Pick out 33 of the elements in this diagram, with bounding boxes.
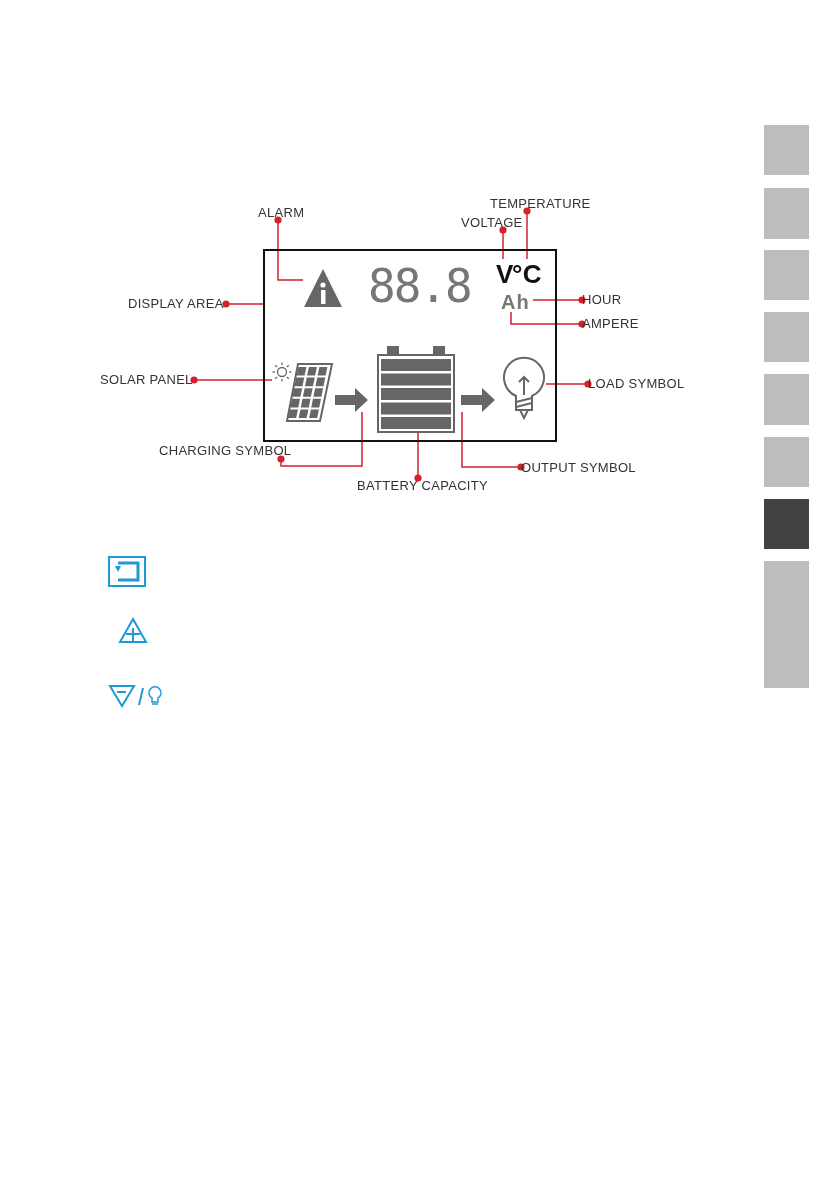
callout-label: HOUR: [582, 292, 622, 308]
warning-icon: [303, 268, 343, 308]
callout-label: VOLTAGE: [461, 215, 523, 230]
leader-line: [545, 380, 592, 388]
leader-line: [523, 207, 531, 260]
leader-line: [414, 432, 422, 482]
callout-label: LOAD SYMBOL: [588, 376, 685, 392]
unit-symbol: Ah: [501, 292, 530, 312]
leader-line: [274, 216, 304, 281]
leader-line: [499, 226, 507, 260]
callout-label: DISPLAY AREA: [128, 296, 224, 312]
leader-line: [277, 411, 363, 467]
callout-label: ALARM: [258, 205, 305, 220]
unit-symbol: V: [496, 259, 514, 289]
callout-label: CHARGING SYMBOL: [159, 443, 292, 459]
callout-label: TEMPERATURE: [490, 196, 591, 211]
leader-line: [190, 376, 273, 384]
leader-line: [510, 311, 586, 328]
solar-panel-icon: [272, 360, 334, 422]
leader-line: [532, 296, 586, 304]
unit-symbol: °C: [512, 259, 542, 289]
callout-label: AMPERE: [582, 316, 639, 332]
lcd-display-frame: [263, 249, 557, 442]
arrow-icon: [461, 388, 495, 412]
arrow-icon: [335, 388, 368, 412]
callout-label: BATTERY CAPACITY: [357, 478, 488, 494]
leader-line: [461, 411, 525, 471]
leader-line: [222, 300, 264, 308]
callout-label: SOLAR PANEL: [100, 372, 193, 388]
battery-icon: [377, 346, 455, 433]
light-bulb-icon: [502, 358, 546, 420]
callout-label: OUTPUT SYMBOL: [521, 460, 636, 476]
digit-readout: 88.8: [368, 258, 471, 314]
